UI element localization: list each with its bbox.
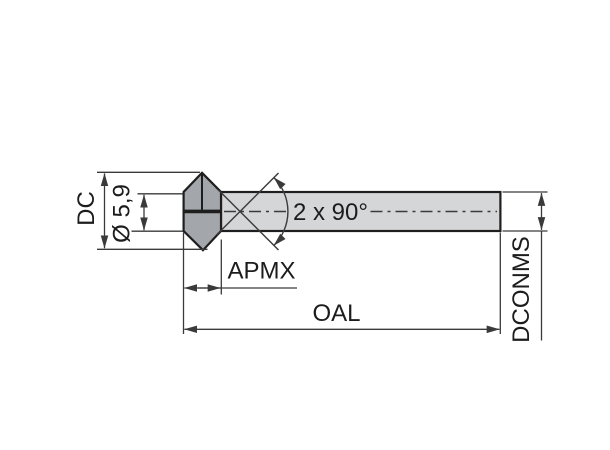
dconms-dimension: DCONMS: [502, 191, 548, 343]
apmx-dimension: APMX: [182, 232, 297, 334]
angle-arc: [273, 177, 289, 246]
angle-line-lower: [218, 189, 279, 251]
point-angle-annotation: 2 x 90°: [216, 172, 368, 251]
dc-dimension: DC: [73, 171, 208, 250]
dconms-label: DCONMS: [508, 236, 535, 343]
oal-label: OAL: [312, 300, 360, 327]
angle-line-upper: [216, 172, 279, 236]
dc-label: DC: [73, 191, 100, 226]
diameter-label: Ø 5,9: [109, 184, 136, 243]
angle-label: 2 x 90°: [293, 199, 368, 226]
diameter-dimension: Ø 5,9: [109, 184, 183, 243]
oal-dimension: OAL: [184, 232, 501, 334]
apmx-label: APMX: [227, 258, 295, 285]
